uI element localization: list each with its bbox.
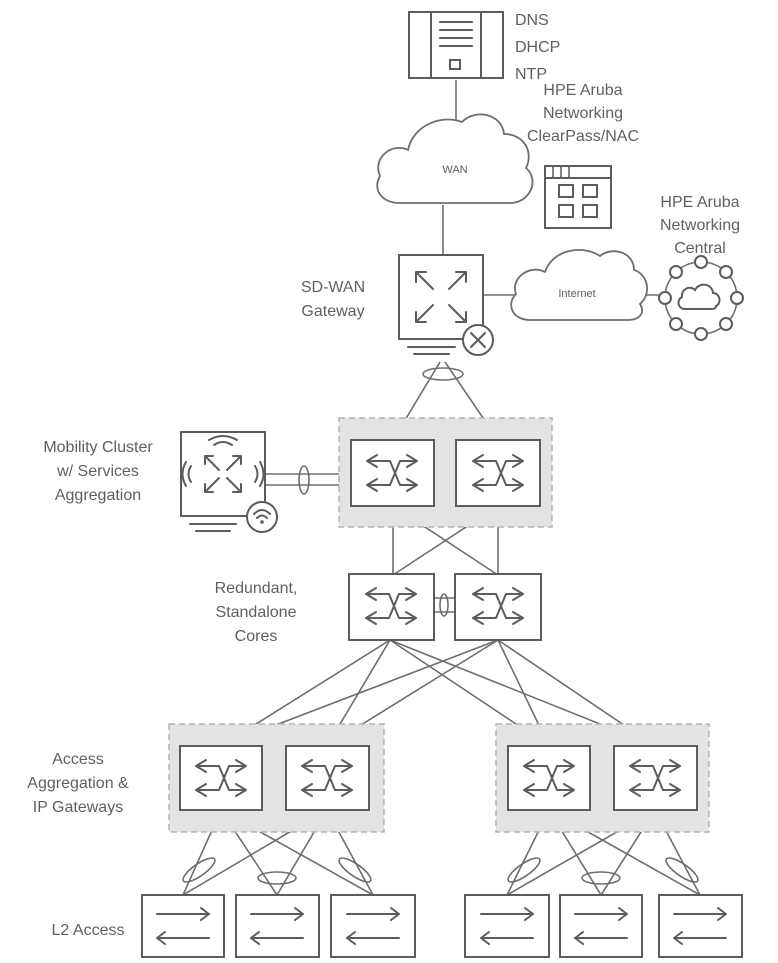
access-agg-switch-1 bbox=[179, 745, 263, 811]
l2-access-switch-1 bbox=[141, 894, 225, 958]
clearpass-label-line2: Networking bbox=[543, 105, 623, 122]
wan-cloud-icon bbox=[376, 113, 534, 204]
l2-access-switch-2 bbox=[235, 894, 320, 958]
services-aggregation-switch-left bbox=[350, 439, 435, 507]
l2-access-switch-6 bbox=[658, 894, 743, 958]
mobility-controller-icon bbox=[180, 431, 278, 533]
access-agg-label-line1: Access bbox=[52, 751, 104, 768]
internet-cloud-icon bbox=[510, 249, 648, 321]
clearpass-appliance-icon bbox=[544, 165, 612, 229]
server-icon bbox=[408, 11, 504, 79]
access-agg-switch-4 bbox=[613, 745, 698, 811]
wan-label: WAN bbox=[442, 164, 467, 176]
ntp-label: NTP bbox=[515, 66, 547, 83]
dhcp-label: DHCP bbox=[515, 39, 560, 56]
clearpass-label-line1: HPE Aruba bbox=[543, 82, 622, 99]
cores-label-line2: Standalone bbox=[216, 604, 297, 621]
cores-label-line3: Cores bbox=[235, 628, 278, 645]
sdwan-label-line2: Gateway bbox=[301, 303, 364, 320]
sdwan-gateway-icon bbox=[398, 254, 494, 356]
access-agg-switch-2 bbox=[285, 745, 370, 811]
l2-access-switch-4 bbox=[464, 894, 550, 958]
access-agg-label-line2: Aggregation & bbox=[27, 775, 129, 792]
central-label-line3: Central bbox=[674, 240, 726, 257]
access-agg-label-line3: IP Gateways bbox=[33, 799, 123, 816]
dns-label: DNS bbox=[515, 12, 549, 29]
l2-access-switch-3 bbox=[330, 894, 416, 958]
l2-access-label: L2 Access bbox=[52, 922, 125, 939]
central-label-line2: Networking bbox=[660, 217, 740, 234]
core-switch-right bbox=[454, 573, 542, 641]
central-label-line1: HPE Aruba bbox=[660, 194, 739, 211]
cores-label-line1: Redundant, bbox=[215, 580, 298, 597]
clearpass-label-line3: ClearPass/NAC bbox=[527, 128, 639, 145]
mobility-label-line1: Mobility Cluster bbox=[43, 439, 153, 456]
access-agg-switch-3 bbox=[507, 745, 591, 811]
mobility-label-line3: Aggregation bbox=[55, 487, 141, 504]
sdwan-label-line1: SD-WAN bbox=[301, 279, 365, 296]
l2-access-switch-5 bbox=[559, 894, 643, 958]
internet-label: Internet bbox=[558, 288, 595, 300]
core-switch-left bbox=[348, 573, 435, 641]
mobility-label-line2: w/ Services bbox=[56, 463, 139, 480]
central-cloud-management-icon bbox=[658, 255, 744, 341]
services-aggregation-switch-right bbox=[455, 439, 541, 507]
